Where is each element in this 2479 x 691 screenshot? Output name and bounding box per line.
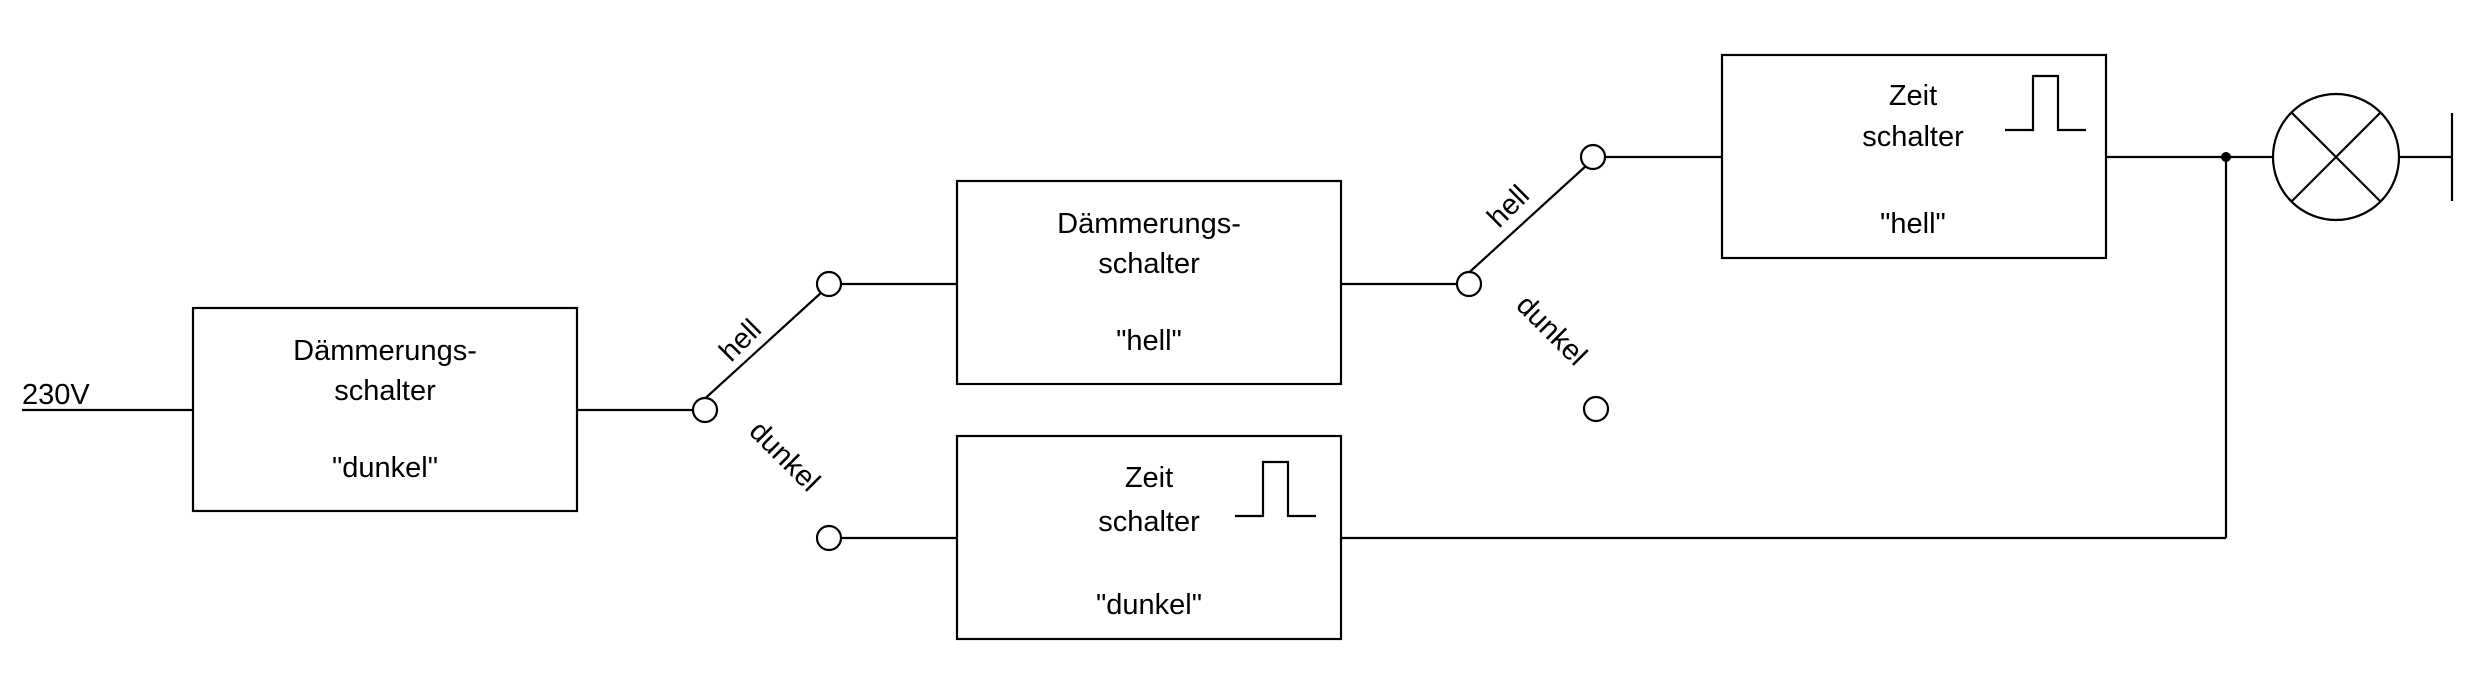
switch2-hell-terminal bbox=[1579, 143, 1607, 171]
switch1-dunkel-terminal bbox=[815, 524, 843, 552]
switch2-dunkel-terminal bbox=[1582, 395, 1610, 423]
block3-title-line1: Zeit bbox=[1125, 462, 1173, 494]
switch1-hell-label: hell bbox=[713, 313, 768, 368]
switch2-common-terminal bbox=[1455, 270, 1483, 298]
block4-title-line1: Zeit bbox=[1889, 80, 1937, 112]
switch2-hell-label: hell bbox=[1481, 179, 1536, 234]
block2-box bbox=[955, 179, 1343, 386]
switch1-hell-terminal bbox=[815, 270, 843, 298]
block4-box bbox=[1720, 53, 2108, 260]
wires bbox=[22, 113, 2454, 540]
junction-dot bbox=[2221, 152, 2231, 162]
block3-title-line2: schalter bbox=[1098, 506, 1200, 538]
block4-title-line2: schalter bbox=[1862, 121, 1964, 153]
switch2-blade bbox=[1462, 164, 1588, 279]
block3-box bbox=[955, 434, 1343, 641]
switch-terminals bbox=[691, 143, 1610, 552]
block1-title-line1: Dämmerungs- bbox=[293, 335, 477, 367]
block2-title-line1: Dämmerungs- bbox=[1057, 208, 1241, 240]
switch1-blade bbox=[698, 290, 824, 405]
block2-title-line2: schalter bbox=[1098, 248, 1200, 280]
block3-pulse-icon bbox=[1235, 460, 1316, 518]
block1-mode: "dunkel" bbox=[332, 452, 438, 484]
block2-mode: "hell" bbox=[1116, 325, 1182, 357]
supply-label: 230V bbox=[22, 379, 90, 411]
block1-box bbox=[191, 306, 579, 513]
block1-title-line2: schalter bbox=[334, 375, 436, 407]
switch2-dunkel-label: dunkel bbox=[1510, 289, 1593, 372]
switch1-dunkel-label: dunkel bbox=[743, 415, 826, 498]
block4-mode: "hell" bbox=[1880, 208, 1946, 240]
switch1-common-terminal bbox=[691, 396, 719, 424]
block4-pulse-icon bbox=[2005, 74, 2086, 132]
block3-mode: "dunkel" bbox=[1096, 589, 1202, 621]
lamp-icon bbox=[2271, 92, 2401, 222]
